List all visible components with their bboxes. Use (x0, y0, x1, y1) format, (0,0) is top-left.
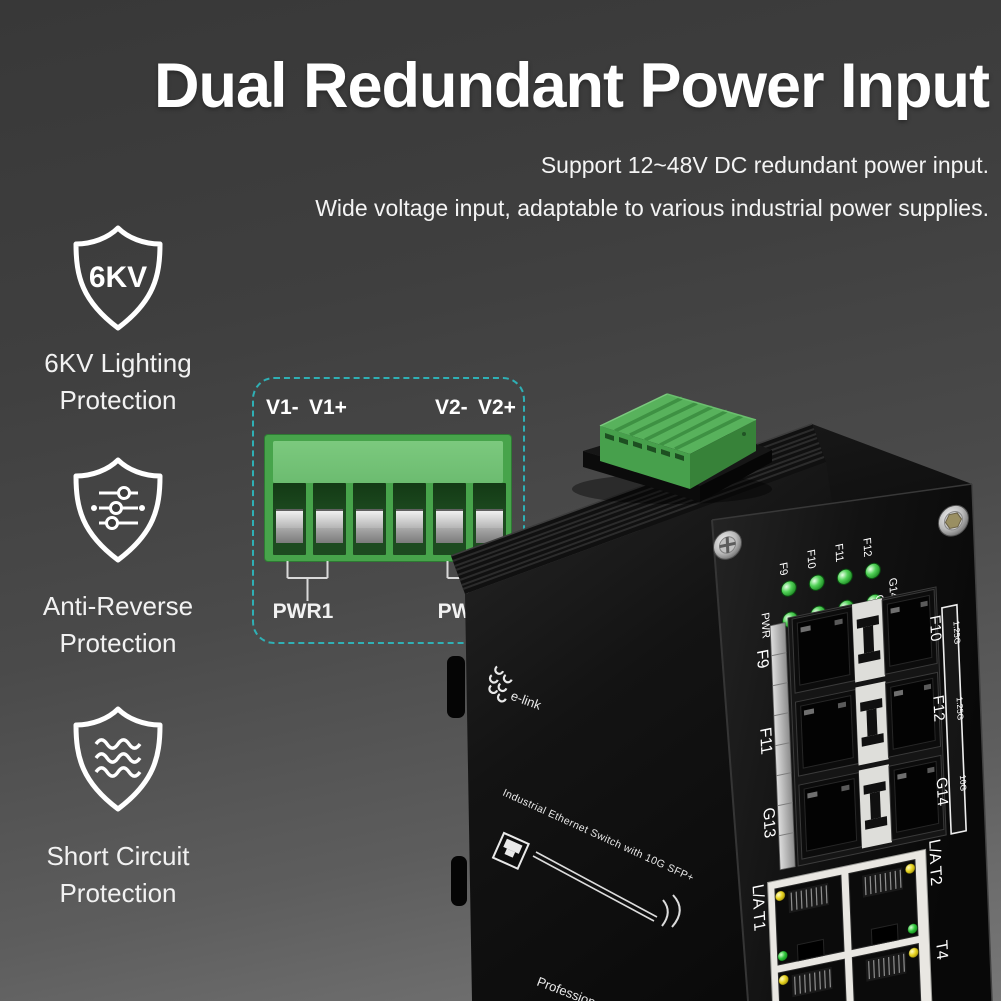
feature-lightning-label: 6KV Lighting Protection (0, 345, 236, 419)
shield-6kv-icon: 6KV (68, 224, 168, 332)
pwr1-label: PWR1 (272, 600, 334, 623)
rj45-port-block (767, 848, 935, 1001)
header: Dual Redundant Power Input Support 12~48… (0, 0, 990, 222)
shield-badge-text: 6KV (89, 261, 147, 294)
terminal-wiring-diagram: V1- V1+ V2- V2+ (252, 377, 525, 644)
front-panel-content: F9 F10 F11 F12 PWR G14 G13 F9 F11 G13 F1… (713, 504, 969, 1001)
rj45-label-t4: T4 (932, 939, 951, 961)
feature-anti-reverse (0, 456, 236, 564)
sfp-port-label-f11: F11 (756, 726, 775, 756)
shield-sliders-icon (68, 456, 168, 564)
screw-top-left-icon (713, 530, 743, 560)
switch-product-photo: F9 F10 F11 F12 PWR G14 G13 F9 F11 G13 F1… (447, 393, 993, 1001)
feature-lightning-protection: 6KV (0, 224, 236, 332)
din-rail-clip (447, 656, 465, 718)
led-label-f9: F9 (777, 561, 789, 576)
feature-short-circuit-label: Short Circuit Protection (0, 838, 236, 912)
led-label-f10: F10 (804, 549, 817, 570)
feature-label-line: Short Circuit (46, 841, 190, 871)
terminal-block-illustration (264, 434, 512, 562)
speed-label-3: 10G (958, 774, 969, 792)
terminal-block-top (273, 441, 503, 483)
terminal-slot (273, 483, 306, 555)
led-label-f11: F11 (832, 543, 845, 564)
feature-label-line: Protection (59, 385, 177, 415)
led-label-pwr: PWR (759, 612, 772, 640)
speed-label-2: 1.25G (955, 696, 966, 722)
sfp-port-label-f12: F12 (929, 694, 947, 723)
led-label-f12: F12 (860, 537, 873, 558)
feature-label-line: Protection (59, 628, 177, 658)
terminal-slot (313, 483, 346, 555)
feature-label-line: 6KV Lighting (44, 348, 192, 378)
feature-label-line: Protection (59, 878, 177, 908)
feature-label-line: Anti-Reverse (42, 591, 194, 621)
speed-legend: 1.25G 1.25G 10G (941, 603, 969, 835)
led-label-g14: G14 (886, 577, 899, 600)
rj45-label-t2: L/A T2 (925, 838, 945, 888)
sfp-port-label-f10: F10 (926, 614, 944, 643)
subtitle-line-1: Support 12~48V DC redundant power input. (540, 152, 989, 178)
rj45-label-t1: L/A T1 (749, 883, 769, 933)
speed-label-1: 1.25G (952, 620, 963, 646)
feature-short-circuit (0, 705, 236, 813)
terminal-slot (433, 483, 466, 555)
din-rail-clip (451, 856, 467, 906)
page-title: Dual Redundant Power Input (154, 51, 990, 121)
terminal-label-v2-plus: V2+ (478, 396, 516, 419)
screw-top-right-icon (937, 504, 969, 537)
cable-line (532, 851, 658, 922)
port-led-green (907, 923, 919, 935)
terminal-slot (353, 483, 386, 555)
shield-waves-icon (68, 705, 168, 813)
subtitle-line-2: Wide voltage input, adaptable to various… (315, 195, 989, 221)
port-led-yellow (908, 947, 920, 959)
rj45-icon (491, 831, 530, 870)
terminal-label-v1-plus: V1+ (309, 396, 347, 419)
port-led-yellow (778, 974, 790, 986)
sfp-port-label-g14: G14 (933, 776, 951, 808)
sfp-port-label-g13: G13 (760, 806, 779, 840)
port-led-yellow (774, 890, 786, 902)
signal-arcs-icon (661, 894, 681, 928)
sfp-cage-block (769, 586, 947, 871)
port-led-yellow (904, 863, 916, 875)
terminal-label-v1-minus: V1- (266, 396, 299, 419)
terminal-slot (393, 483, 426, 555)
power-terminal-connector (572, 393, 772, 504)
port-led-green (777, 950, 789, 962)
terminal-label-v2-minus: V2- (435, 396, 468, 419)
sfp-port-label-f9: F9 (753, 648, 772, 670)
feature-anti-reverse-label: Anti-Reverse Protection (0, 588, 236, 662)
